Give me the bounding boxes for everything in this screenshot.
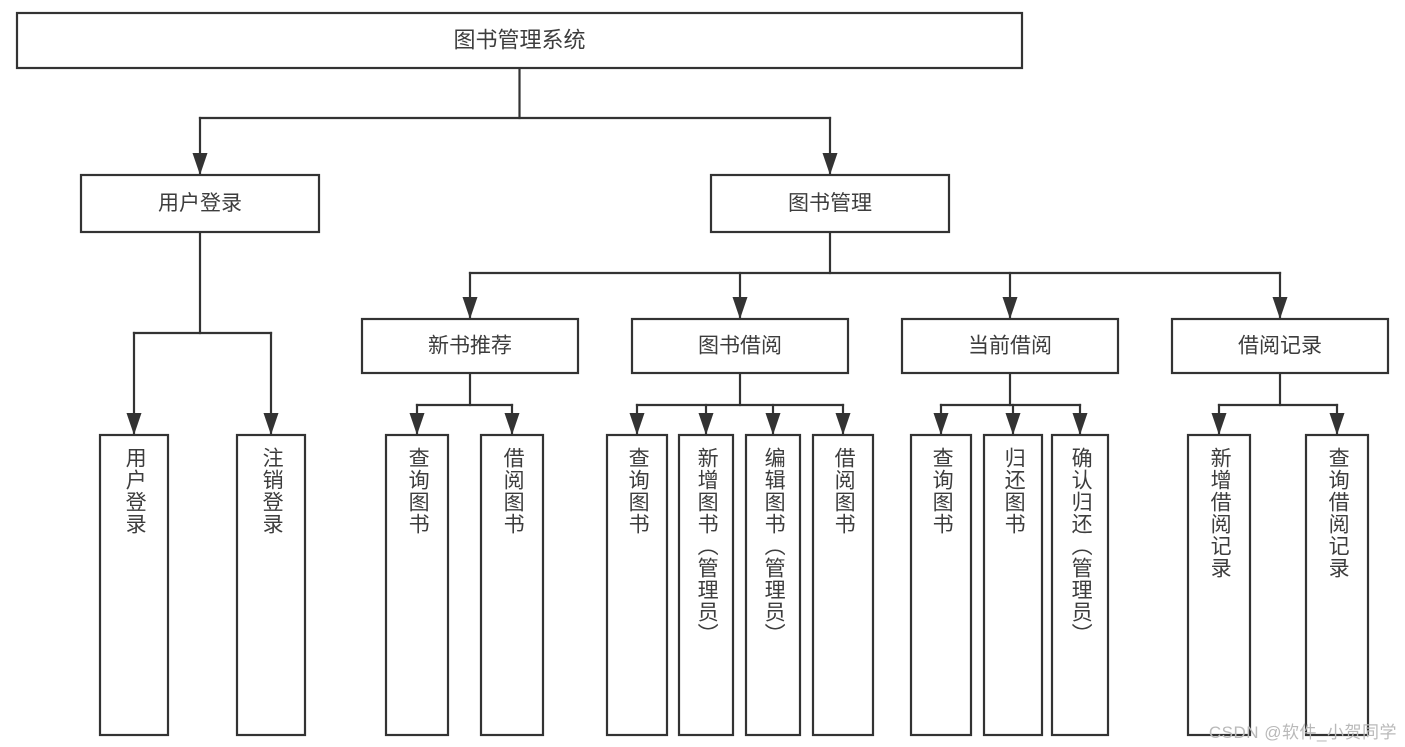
book-mgmt-arrow-icon-1: [732, 297, 748, 319]
l3-3-arrow-icon-1: [1329, 413, 1345, 435]
l3-0-arrow-icon-1: [504, 413, 520, 435]
leaf-node-box-1[interactable]: [235, 433, 307, 737]
l3-2-arrow-icon-1: [1005, 413, 1021, 435]
book-mgmt-arrow-icon-3: [1272, 297, 1288, 319]
leaf-node-box-2[interactable]: [384, 433, 450, 737]
level3-node-box-0[interactable]: [360, 317, 580, 375]
l3-1-arrow-icon-3: [835, 413, 851, 435]
root-node-box[interactable]: [15, 11, 1024, 70]
leaf-node-box-5[interactable]: [677, 433, 735, 737]
l3-2-arrow-icon-0: [933, 413, 949, 435]
leaf-node-box-10[interactable]: [1050, 433, 1110, 737]
level3-node-label-3: 借阅记录: [1238, 335, 1322, 358]
leaf-node-box-3[interactable]: [479, 433, 545, 737]
level2-node-label-1: 图书管理: [788, 192, 872, 215]
l3-1-arrow-icon-1: [698, 413, 714, 435]
level3-node-box-2[interactable]: [900, 317, 1120, 375]
level3-node-box-1[interactable]: [630, 317, 850, 375]
user-login-arrow-icon-1: [263, 413, 279, 435]
connectors-layer: [126, 66, 1345, 437]
leaf-node-box-11[interactable]: [1186, 433, 1252, 737]
level3-node-label-2: 当前借阅: [968, 335, 1052, 358]
l3-0-arrow-icon-0: [409, 413, 425, 435]
l3-1-arrow-icon-2: [765, 413, 781, 435]
level3-node-box-3[interactable]: [1170, 317, 1390, 375]
l3-2-arrow-icon-2: [1072, 413, 1088, 435]
root-arrow-icon-0: [192, 153, 208, 175]
leaf-node-box-9[interactable]: [982, 433, 1044, 737]
root-arrow-icon-1: [822, 153, 838, 175]
leaf-node-box-6[interactable]: [744, 433, 802, 737]
level2-node-box-1[interactable]: [709, 173, 951, 234]
leaf-node-box-0[interactable]: [98, 433, 170, 737]
book-mgmt-arrow-icon-2: [1002, 297, 1018, 319]
root-node-label: 图书管理系统: [453, 27, 585, 52]
watermark-text: CSDN @软件_小贺同学: [1208, 723, 1397, 742]
l3-3-arrow-icon-0: [1211, 413, 1227, 435]
l3-1-arrow-icon-0: [629, 413, 645, 435]
leaf-node-box-4[interactable]: [605, 433, 669, 737]
user-login-arrow-icon-0: [126, 413, 142, 435]
level2-node-box-0[interactable]: [79, 173, 321, 234]
boxes-layer: [15, 11, 1390, 737]
book-mgmt-arrow-icon-0: [462, 297, 478, 319]
level3-node-label-1: 图书借阅: [698, 335, 782, 358]
level3-node-label-0: 新书推荐: [428, 335, 512, 358]
leaf-node-box-7[interactable]: [811, 433, 875, 737]
leaf-node-box-8[interactable]: [909, 433, 973, 737]
leaf-node-box-12[interactable]: [1304, 433, 1370, 737]
level2-node-label-0: 用户登录: [158, 192, 242, 215]
